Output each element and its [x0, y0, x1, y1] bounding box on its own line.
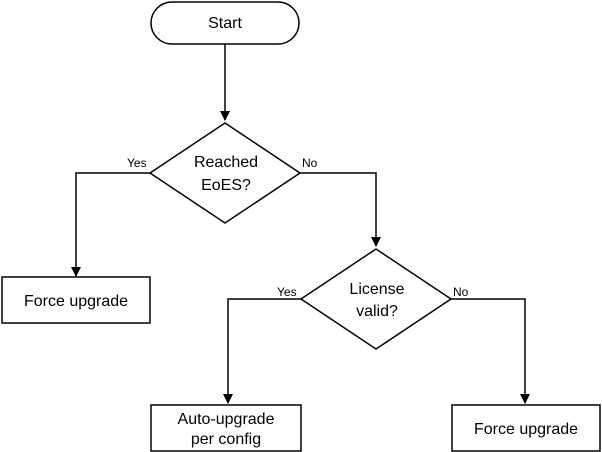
edge-license-no [451, 298, 530, 404]
edge-label-eoes-no: No [302, 156, 318, 170]
edge-label-license-no: No [453, 285, 469, 299]
edge-eoes-no [300, 172, 381, 247]
edge-license-yes [223, 298, 301, 404]
force-upgrade-left-label: Force upgrade [24, 293, 128, 310]
force-upgrade-left-node: Force upgrade [1, 276, 151, 324]
force-upgrade-right-node: Force upgrade [451, 404, 601, 452]
license-decision-line2: valid? [356, 303, 398, 320]
start-label: Start [208, 15, 242, 32]
eoes-decision-node: Reached EoES? [148, 122, 302, 224]
license-decision-node: License valid? [299, 248, 453, 350]
edge-eoes-yes [71, 172, 150, 277]
eoes-decision-line2: EoES? [201, 177, 251, 194]
edge-label-eoes-yes: Yes [127, 156, 147, 170]
auto-upgrade-line2: per config [191, 431, 261, 448]
auto-upgrade-node: Auto-upgrade per config [150, 404, 302, 452]
start-node: Start [150, 1, 300, 45]
license-decision-line1: License [349, 281, 404, 298]
edge-label-license-yes: Yes [277, 285, 297, 299]
eoes-decision-line1: Reached [194, 154, 258, 171]
auto-upgrade-line1: Auto-upgrade [178, 411, 275, 428]
force-upgrade-right-label: Force upgrade [474, 421, 578, 438]
